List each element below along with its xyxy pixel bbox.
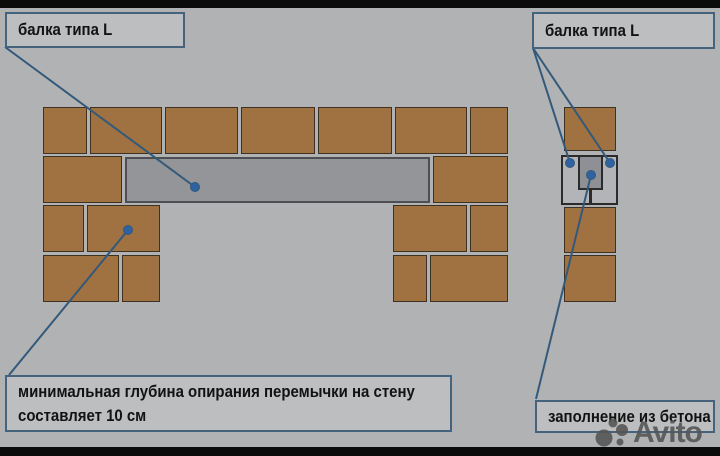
label-support-depth-line2: составляет 10 см [18,405,147,425]
section-brick [564,207,616,253]
brick [430,255,508,302]
label-beam-type-right: балка типа L [532,12,715,49]
section-brick [564,255,616,302]
brick [393,255,427,302]
label-support-depth-line1: минимальная глубина опирания перемычки н… [18,381,415,401]
avito-watermark-text: Avito [633,416,703,449]
brick [165,107,238,154]
label-concrete-fill: заполнение из бетона [535,400,715,433]
label-concrete-fill-text: заполнение из бетона [548,406,711,426]
brick [122,255,160,302]
lintel-beam [125,157,430,203]
brick [43,255,119,302]
letterbox-bottom-bar [0,447,720,456]
label-support-depth: минимальная глубина опирания перемычки н… [5,375,452,432]
label-beam-type-left: балка типа L [5,12,185,48]
brick [393,205,467,252]
brick [241,107,315,154]
label-beam-type-left-text: балка типа L [18,20,113,39]
brick [470,205,508,252]
brick [395,107,467,154]
section-brick [564,107,616,151]
brick [43,205,84,252]
concrete-fill-area [578,157,603,190]
brick [470,107,508,154]
brick [43,156,122,203]
avito-watermark: Avito [593,415,720,451]
letterbox-top-bar [0,0,720,8]
label-beam-type-right-text: балка типа L [545,20,640,40]
beam-joint-line [589,188,592,203]
brick [87,205,160,252]
brick [318,107,392,154]
brick [433,156,508,203]
avito-logo-icon [595,418,628,447]
brick [43,107,87,154]
brick [90,107,162,154]
